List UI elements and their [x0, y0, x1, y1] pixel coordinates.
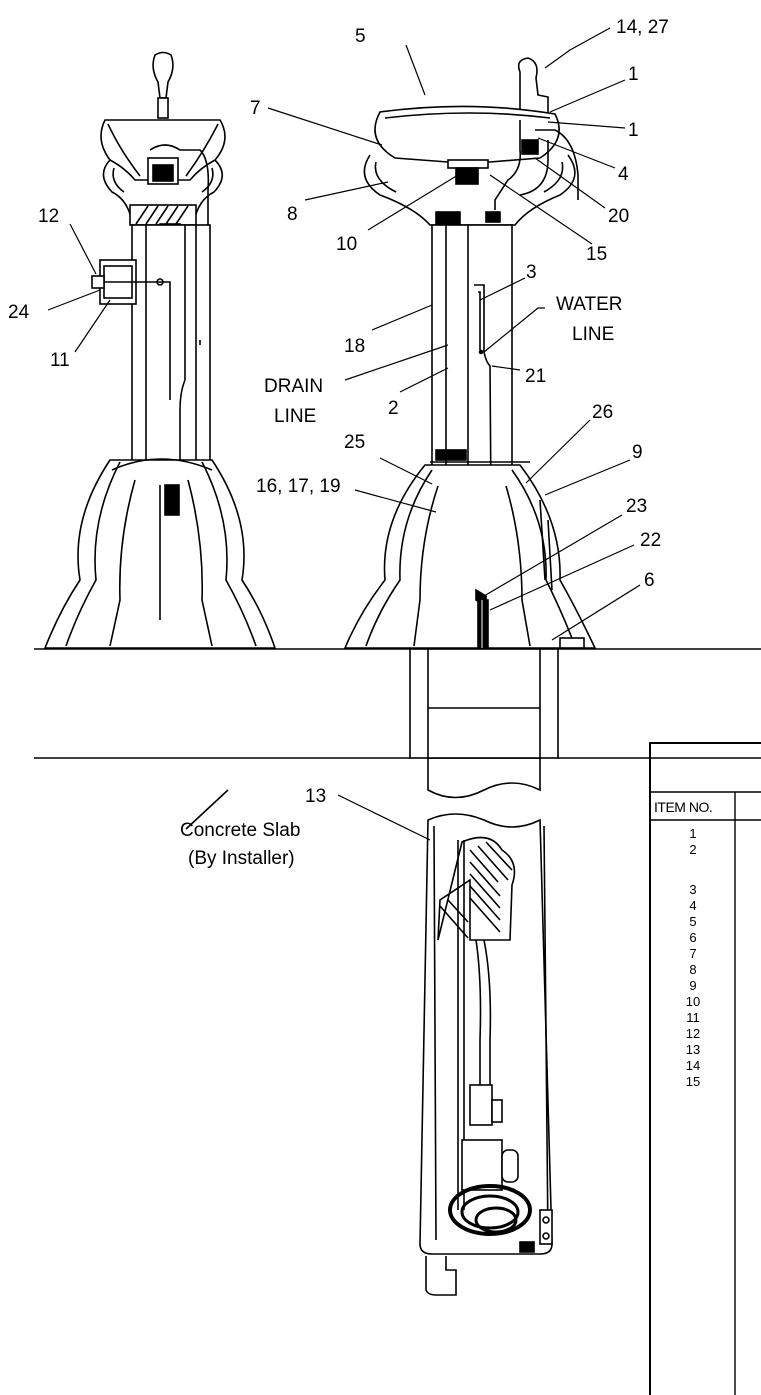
callout-5: 5 — [355, 26, 366, 47]
callout-24: 24 — [8, 302, 30, 323]
table-item-number: 15 — [686, 1074, 700, 1089]
callout-25: 25 — [344, 432, 365, 453]
callout-23: 23 — [626, 496, 647, 517]
table-item-number: 1 — [689, 826, 696, 841]
callout-6: 6 — [644, 570, 655, 591]
table-item-number: 6 — [689, 930, 696, 945]
table-item-number: 13 — [686, 1042, 700, 1057]
table-item-number: 12 — [686, 1026, 700, 1041]
leader-lines — [47, 27, 641, 841]
left-fountain — [43, 51, 277, 649]
callout-11: 11 — [50, 350, 70, 371]
callout-1a: 1 — [628, 64, 639, 85]
water-line-label-1: WATER — [556, 294, 623, 315]
bubbler-spout — [517, 57, 549, 117]
table-item-number: 8 — [689, 962, 696, 977]
callout-12: 12 — [38, 206, 59, 227]
callout-15: 15 — [586, 244, 607, 265]
callout-14-27: 14, 27 — [616, 17, 669, 38]
callout-10: 10 — [336, 234, 357, 255]
slab-label-2: (By Installer) — [188, 848, 295, 869]
slab-label-1: Concrete Slab — [180, 820, 300, 841]
callout-21: 21 — [525, 366, 546, 387]
table-header-item-no: ITEM NO. — [654, 799, 712, 815]
callout-26: 26 — [592, 402, 613, 423]
table-item-number: 5 — [689, 914, 696, 929]
table-item-number: 3 — [689, 882, 696, 897]
underground-vault — [419, 813, 553, 1296]
callout-16-17-19: 16, 17, 19 — [256, 476, 341, 497]
table-item-number: 2 — [689, 842, 696, 857]
callout-22: 22 — [640, 530, 661, 551]
callout-8: 8 — [287, 204, 298, 225]
callout-13: 13 — [305, 786, 326, 807]
callout-4: 4 — [618, 164, 629, 185]
table-item-number: 11 — [686, 1010, 700, 1025]
callout-3: 3 — [526, 262, 537, 283]
drain-line-label-2: LINE — [274, 406, 316, 427]
table-item-number: 14 — [686, 1058, 700, 1073]
water-line-label-2: LINE — [572, 324, 614, 345]
callout-7: 7 — [250, 98, 261, 119]
callout-20: 20 — [608, 206, 629, 227]
push-button-knob — [152, 51, 174, 99]
center-fountain — [343, 57, 597, 649]
table-item-number: 4 — [689, 898, 696, 913]
callout-1b: 1 — [628, 120, 639, 141]
callout-18: 18 — [344, 336, 365, 357]
drain-line-label-1: DRAIN — [264, 376, 323, 397]
table-item-number: 9 — [689, 978, 696, 993]
callout-labels: 14, 27 5 1 7 1 4 8 20 10 15 12 3 24 18 1… — [8, 17, 669, 869]
concrete-slab — [34, 648, 761, 830]
callout-9: 9 — [632, 442, 643, 463]
table-item-number: 7 — [689, 946, 696, 961]
callout-2: 2 — [388, 398, 399, 419]
table-item-number: 10 — [686, 994, 700, 1009]
